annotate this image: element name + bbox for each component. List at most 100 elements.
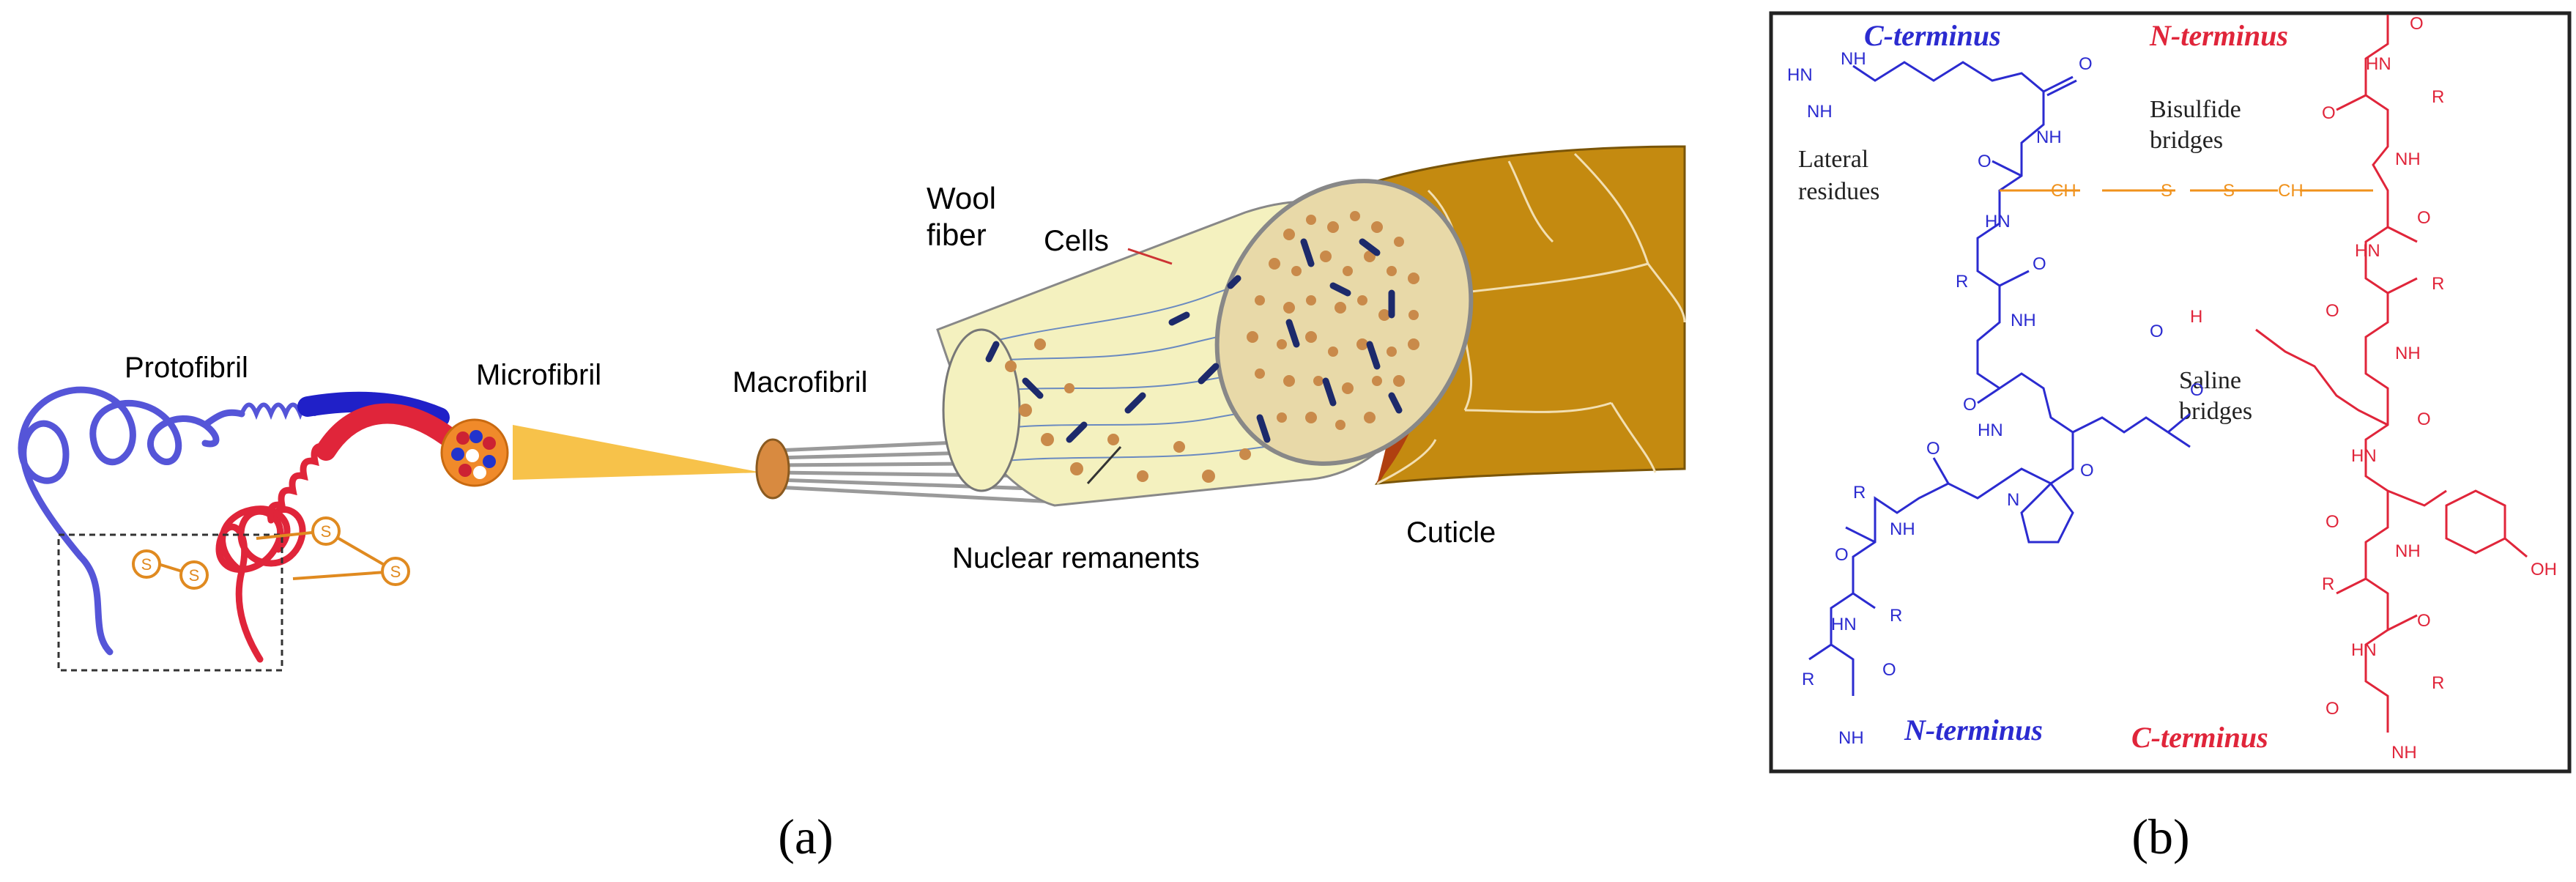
cortex-cross-section: [942, 328, 1021, 492]
label-protofibril: Protofibril: [125, 352, 248, 384]
svg-text:O: O: [1978, 152, 1992, 171]
svg-text:O: O: [2326, 512, 2339, 532]
svg-text:R: R: [2432, 673, 2444, 693]
sulfur-atom-1: [132, 549, 161, 579]
fiber-cross-section: [1214, 179, 1474, 466]
n-terminus-bottom: N-terminus: [1904, 714, 2043, 746]
svg-text:N: N: [2007, 490, 2019, 510]
blue-atom-labels: NH HN NH O NH O HN O R NH O HN O O O N O…: [1787, 49, 2204, 748]
cuticle-scales: [1376, 152, 1686, 485]
svg-text:HN: HN: [2351, 446, 2377, 466]
svg-text:CH: CH: [2278, 181, 2304, 201]
svg-text:NH: NH: [1807, 102, 1833, 122]
c-terminus-bottom: C-terminus: [2131, 721, 2268, 754]
svg-text:O: O: [2326, 699, 2339, 719]
saline-label-1: Saline: [2179, 367, 2241, 394]
bisulfide-label-2: bridges: [2150, 127, 2223, 154]
microfibril-cone: [513, 425, 762, 480]
svg-text:R: R: [2322, 574, 2334, 594]
panel-b-frame: [1769, 11, 2572, 774]
cells-leader: [1127, 248, 1173, 265]
panel-b: C-terminus N-terminus N-terminus C-termi…: [1769, 11, 2572, 864]
svg-text:NH: NH: [2391, 743, 2417, 763]
svg-text:NH: NH: [2395, 344, 2421, 363]
svg-text:O: O: [2410, 14, 2424, 34]
svg-text:CH: CH: [2051, 181, 2076, 201]
protofibril-red-chain: [215, 442, 330, 663]
sulfur-atom-4: [381, 557, 410, 586]
sulfur-label-4: S: [390, 563, 401, 581]
svg-text:O: O: [2080, 461, 2094, 481]
label-nuclear-remanents: Nuclear remanents: [952, 542, 1200, 574]
nuclear-leader: [1086, 445, 1122, 485]
label-wool: Wool: [927, 181, 996, 215]
macrofibril-end: [755, 438, 790, 500]
blue-chain-bonds: [1808, 61, 2191, 696]
tyrosine-ring: [2445, 489, 2528, 558]
red-chain-bonds: [2255, 15, 2447, 733]
svg-text:R: R: [1890, 606, 1902, 626]
c-terminus-top: C-terminus: [1864, 19, 2001, 52]
nuclear-remnants: [985, 238, 1403, 443]
svg-text:O: O: [2322, 103, 2336, 123]
label-fiber: fiber: [927, 218, 987, 252]
svg-text:HN: HN: [2355, 241, 2380, 261]
svg-text:O: O: [2417, 208, 2431, 228]
label-microfibril: Microfibril: [476, 359, 601, 391]
svg-text:O: O: [1926, 439, 1940, 459]
red-atom-labels: O HN R O NH O HN R O NH H O HN O NH OH R…: [2190, 14, 2557, 763]
disulfide-zoom-box: [57, 533, 283, 672]
svg-text:HN: HN: [1831, 615, 1857, 634]
svg-text:NH: NH: [1838, 728, 1864, 748]
svg-text:O: O: [1882, 660, 1896, 680]
svg-text:H: H: [2190, 307, 2202, 327]
svg-text:HN: HN: [1985, 212, 2011, 231]
svg-text:O: O: [2417, 611, 2431, 631]
label-macrofibril: Macrofibril: [732, 366, 867, 399]
svg-text:O: O: [2326, 301, 2339, 321]
svg-text:NH: NH: [2036, 127, 2062, 147]
svg-text:R: R: [2432, 274, 2444, 294]
svg-text:NH: NH: [2395, 541, 2421, 561]
svg-text:NH: NH: [1890, 519, 1915, 539]
sulfur-label-1: S: [141, 555, 152, 574]
svg-text:OH: OH: [2531, 560, 2557, 579]
panel-a: S S S S: [18, 145, 1686, 864]
sulfur-atom-2: [179, 560, 209, 590]
svg-text:O: O: [1835, 545, 1849, 565]
svg-text:R: R: [1956, 272, 1968, 292]
svg-text:O: O: [2150, 322, 2164, 341]
svg-text:HN: HN: [1787, 65, 1813, 85]
caption-a: (a): [778, 809, 833, 864]
svg-text:NH: NH: [1841, 49, 1866, 69]
svg-text:HN: HN: [2351, 640, 2377, 660]
lateral-label-2: residues: [1798, 178, 1879, 205]
label-cuticle: Cuticle: [1406, 516, 1496, 549]
protofibril-red-thick: [316, 403, 457, 461]
svg-text:NH: NH: [2395, 149, 2421, 169]
svg-text:S: S: [2161, 181, 2172, 201]
saline-label-2: bridges: [2179, 398, 2252, 425]
svg-text:O: O: [2079, 54, 2093, 74]
bisulfide-label-1: Bisulfide: [2150, 96, 2241, 123]
n-terminus-top: N-terminus: [2149, 19, 2288, 52]
svg-text:HN: HN: [2366, 54, 2391, 74]
sulfur-atom-3: [311, 516, 341, 546]
svg-text:NH: NH: [2011, 311, 2036, 330]
svg-text:S: S: [2223, 181, 2235, 201]
label-cells: Cells: [1044, 225, 1109, 257]
svg-text:O: O: [1963, 395, 1977, 415]
svg-text:R: R: [1802, 670, 1814, 689]
svg-text:R: R: [1853, 483, 1866, 503]
microfibril-protofilaments: [451, 430, 496, 479]
svg-text:O: O: [2033, 254, 2046, 274]
sulfur-label-2: S: [189, 566, 200, 585]
caption-b: (b): [2131, 809, 2189, 864]
lateral-label-1: Lateral: [1798, 146, 1868, 173]
bisulfide-atom-labels: CH S S CH: [2051, 181, 2304, 201]
cells-texture: [1005, 211, 1419, 483]
svg-text:HN: HN: [1978, 420, 2003, 440]
sulfur-label-3: S: [321, 522, 332, 541]
svg-text:O: O: [2417, 410, 2431, 429]
